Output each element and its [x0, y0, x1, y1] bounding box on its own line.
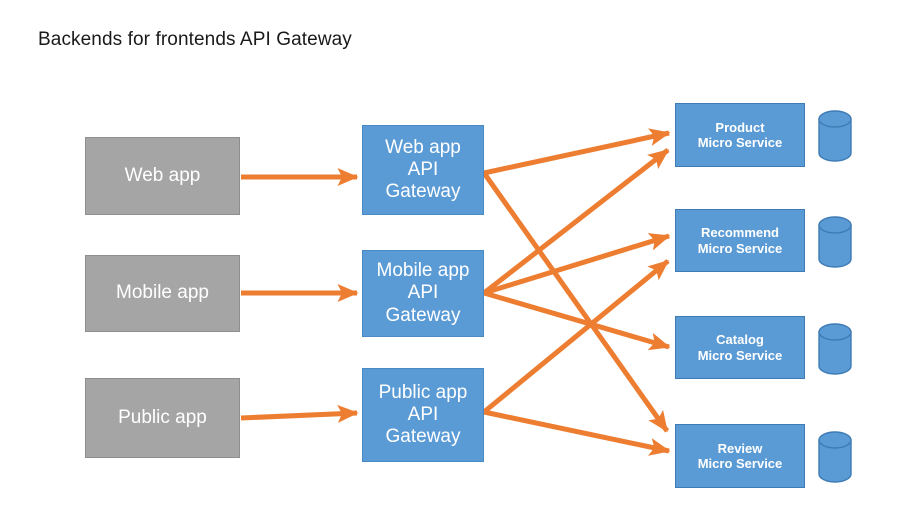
page-title: Backends for frontends API Gateway [38, 29, 352, 50]
gateway-node-web-app-api-gateway-label: Web app API Gateway [385, 136, 461, 203]
gateway-node-web-app-api-gateway[interactable]: Web app API Gateway [362, 125, 484, 215]
service-node-product-micro-service[interactable]: Product Micro Service [675, 103, 805, 167]
arrow-public-gateway-to-recommend-service [482, 259, 670, 414]
arrow-web-gateway-to-product-service [483, 128, 671, 176]
arrow-web-gateway-to-review-service [481, 171, 670, 433]
service-node-recommend-micro-service-label: Recommend Micro Service [697, 225, 783, 256]
arrow-mobile-gateway-to-catalog-service [483, 290, 671, 351]
service-node-review-micro-service[interactable]: Review Micro Service [675, 424, 805, 488]
gateway-node-mobile-app-api-gateway-label: Mobile app API Gateway [376, 260, 470, 326]
database-cylinder-recommend [818, 216, 852, 268]
database-cylinder-catalog [818, 323, 852, 375]
client-node-mobile-app[interactable]: Mobile app [85, 255, 240, 332]
client-node-web-app-label: Web app [124, 164, 201, 186]
gateway-node-public-app-api-gateway-label: Public app API Gateway [378, 381, 468, 448]
arrow-public-app-to-public-gateway [240, 404, 359, 423]
arrow-public-gateway-to-review-service [483, 409, 671, 456]
arrow-mobile-gateway-to-recommend-service [483, 233, 671, 296]
database-cylinder-review [818, 431, 852, 483]
service-node-product-micro-service-label: Product Micro Service [697, 119, 783, 150]
service-node-recommend-micro-service[interactable]: Recommend Micro Service [675, 209, 805, 272]
gateway-node-mobile-app-api-gateway[interactable]: Mobile app API Gateway [362, 250, 484, 337]
service-node-review-micro-service-label: Review Micro Service [697, 440, 783, 471]
gateway-node-public-app-api-gateway[interactable]: Public app API Gateway [362, 368, 484, 462]
client-node-web-app[interactable]: Web app [85, 137, 240, 215]
service-node-catalog-micro-service-label: Catalog Micro Service [697, 332, 783, 363]
arrow-mobile-gateway-to-product-service [482, 148, 670, 295]
client-node-mobile-app-label: Mobile app [116, 282, 209, 304]
service-node-catalog-micro-service[interactable]: Catalog Micro Service [675, 316, 805, 379]
client-node-public-app[interactable]: Public app [85, 378, 240, 458]
database-cylinder-product [818, 110, 852, 162]
client-node-public-app-label: Public app [118, 406, 207, 428]
